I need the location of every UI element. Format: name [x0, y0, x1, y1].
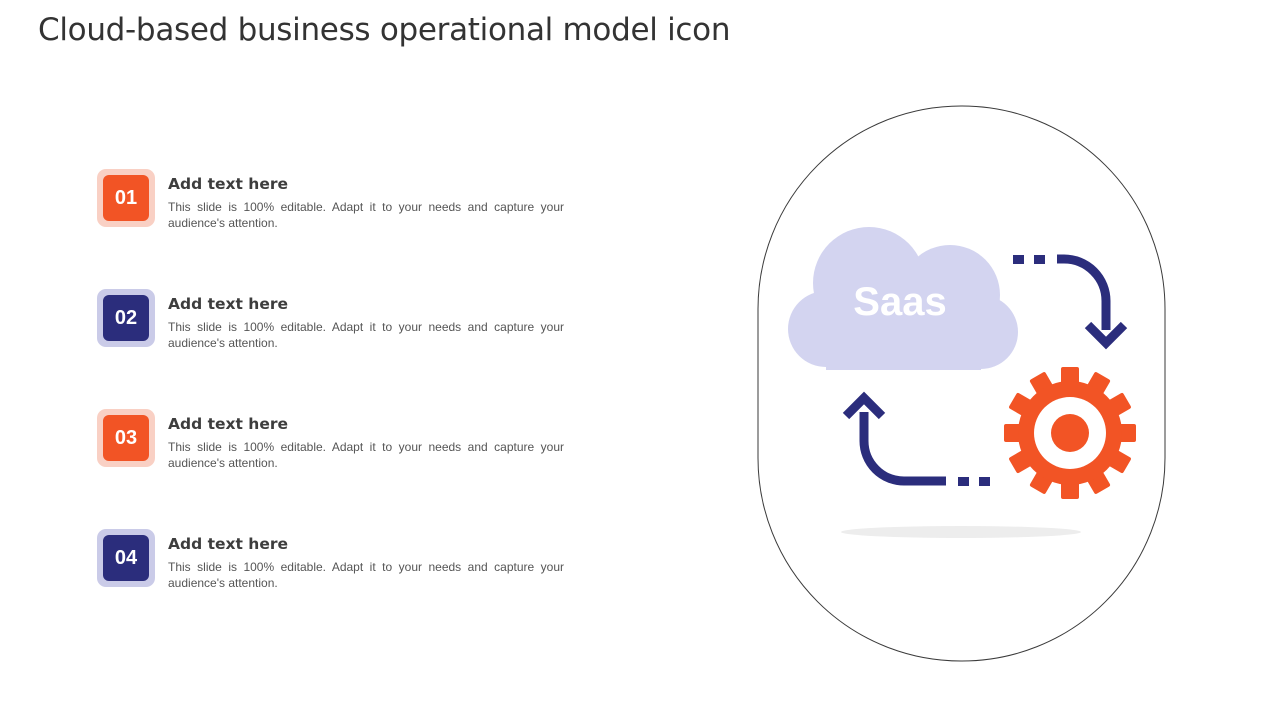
number-badge: 02	[97, 289, 155, 347]
gear-icon	[1004, 367, 1136, 499]
cloud-icon	[788, 227, 1018, 370]
badge-number: 02	[103, 295, 149, 341]
list-item: 03 Add text here This slide is 100% edit…	[97, 409, 567, 473]
slide-title: Cloud-based business operational model i…	[38, 12, 731, 48]
list-item: 04 Add text here This slide is 100% edit…	[97, 529, 567, 593]
item-heading: Add text here	[168, 415, 289, 433]
curved-arrow-icon	[842, 391, 990, 486]
badge-number: 01	[103, 175, 149, 221]
curved-arrow-icon	[1013, 254, 1128, 350]
item-description: This slide is 100% editable. Adapt it to…	[168, 320, 564, 350]
number-badge: 01	[97, 169, 155, 227]
number-badge: 04	[97, 529, 155, 587]
item-description: This slide is 100% editable. Adapt it to…	[168, 200, 564, 230]
illustration-frame	[757, 105, 1166, 662]
item-description: This slide is 100% editable. Adapt it to…	[168, 440, 564, 470]
cloud-label: Saas	[853, 280, 946, 324]
list-item: 02 Add text here This slide is 100% edit…	[97, 289, 567, 353]
badge-number: 03	[103, 415, 149, 461]
item-heading: Add text here	[168, 535, 289, 553]
badge-number: 04	[103, 535, 149, 581]
item-heading: Add text here	[168, 175, 289, 193]
list-item: 01 Add text here This slide is 100% edit…	[97, 169, 567, 233]
item-heading: Add text here	[168, 295, 289, 313]
shadow-ellipse	[841, 526, 1081, 538]
number-badge: 03	[97, 409, 155, 467]
item-description: This slide is 100% editable. Adapt it to…	[168, 560, 564, 590]
